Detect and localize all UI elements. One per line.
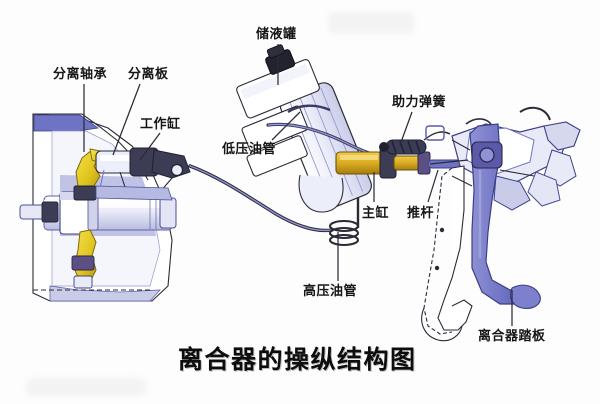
- label-reservoir-tank: 储液罐: [256, 27, 297, 42]
- scan-artifact: [328, 12, 414, 34]
- label-push-rod: 推杆: [407, 206, 435, 221]
- clutch-housing-group: [19, 113, 191, 302]
- leader-lines: [83, 44, 513, 326]
- label-release-bearing: 分离轴承: [53, 67, 108, 82]
- label-high-pressure-pipe: 高压油管: [303, 284, 358, 299]
- brake-pedal-group: [421, 165, 473, 342]
- leader-working-cylinder: [139, 132, 161, 161]
- figure-title: 离合器的操纵结构图: [178, 345, 417, 374]
- label-clutch-pedal: 离合器踏板: [478, 329, 546, 344]
- clutch-pedal-group: [469, 123, 541, 309]
- booster-reservoir-group: [236, 44, 372, 210]
- label-low-pressure-pipe: 低压油管: [222, 142, 277, 157]
- label-release-plate: 分离板: [128, 67, 169, 82]
- slave-cylinder-group: [95, 147, 191, 201]
- label-working-cylinder: 工作缸: [140, 117, 181, 132]
- leader-push-rod: [427, 169, 439, 203]
- leader-assist-spring: [399, 111, 413, 146]
- assist-spring-group: [379, 125, 451, 155]
- leader-release-plate: [112, 83, 141, 156]
- label-master-cylinder: 主缸: [362, 206, 390, 221]
- linkage-rods: [429, 139, 535, 187]
- label-assist-spring: 助力弹簧: [392, 95, 447, 110]
- scan-artifact-bottom: [26, 378, 146, 396]
- pedal-bracket-group: [451, 106, 581, 211]
- leader-low-pressure-pipe: [271, 111, 301, 141]
